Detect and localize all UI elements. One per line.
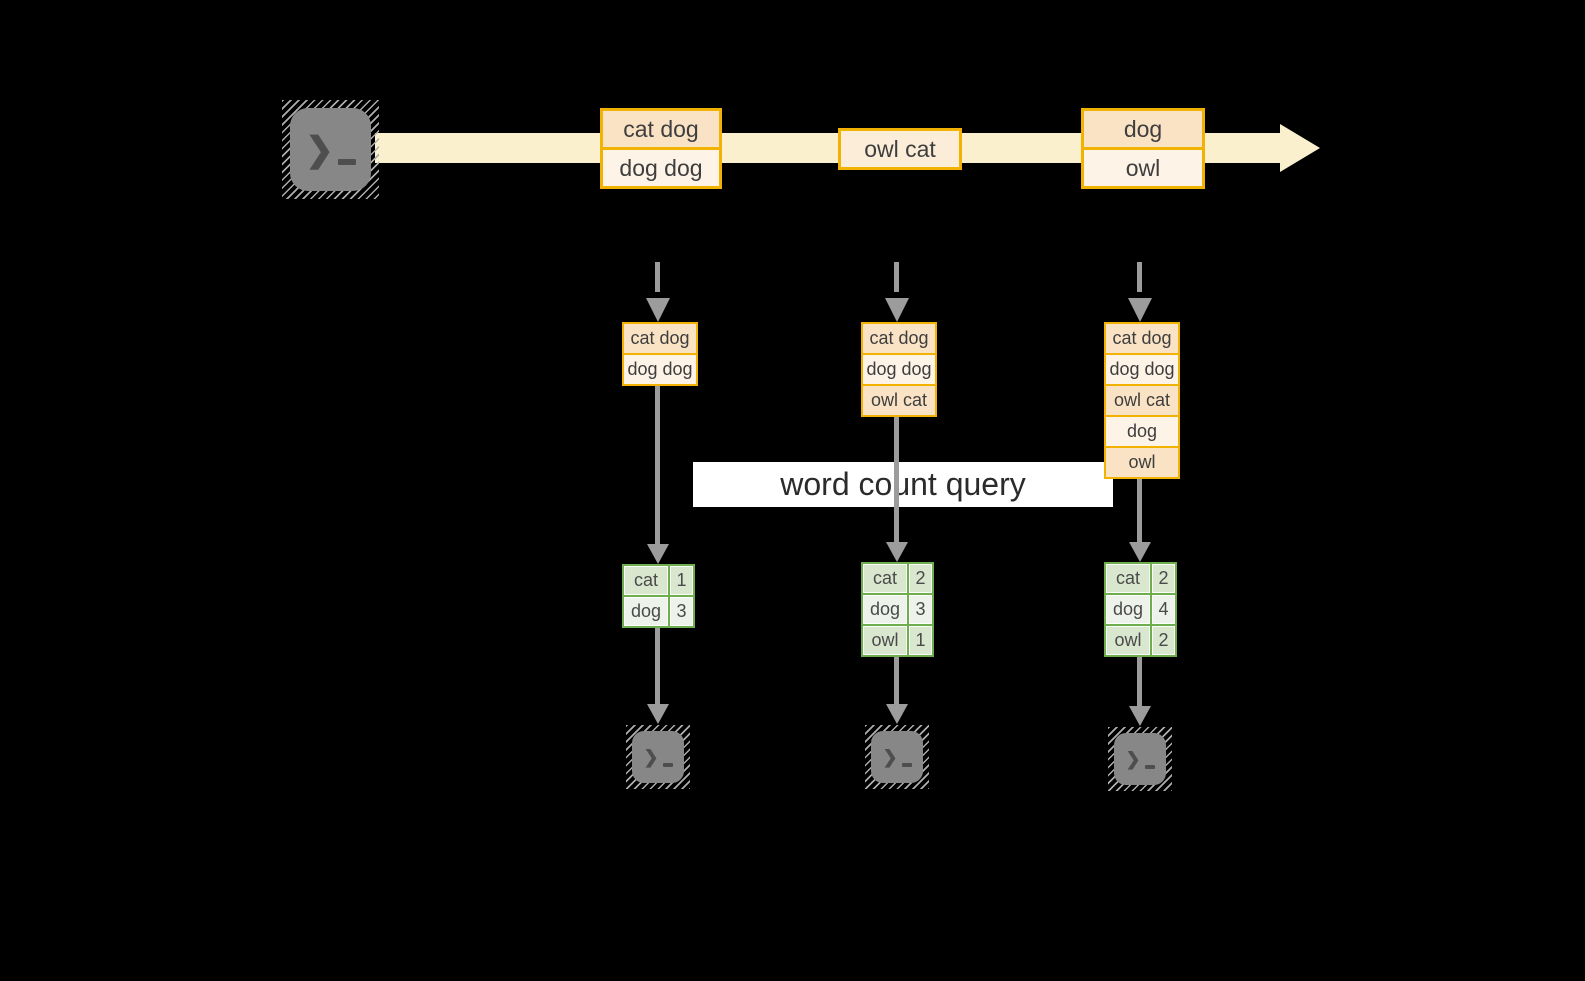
prompt-chevron-icon: ❯: [643, 747, 659, 767]
stack-row: owl cat: [1106, 386, 1178, 415]
stack-row: dog dog: [624, 355, 696, 384]
count-cell: 3: [670, 597, 693, 626]
sink-arrow-head: [886, 704, 908, 724]
prompt-cursor-icon: [1144, 765, 1155, 769]
prompt-cursor-icon: [337, 159, 356, 165]
sink-terminal-icon: ❯: [865, 725, 929, 789]
word-cell: dog: [1106, 595, 1150, 624]
word-cell: dog: [624, 597, 668, 626]
micro-batch-arrow-dash: [894, 262, 899, 292]
count-cell: 1: [909, 626, 932, 655]
stream-batch: cat dog dog dog: [600, 108, 722, 189]
input-stack: cat dog dog dog owl cat: [861, 322, 937, 417]
micro-batch-arrow-head: [885, 298, 909, 322]
query-arrow-head: [886, 542, 908, 562]
query-arrow-head: [1129, 542, 1151, 562]
batch-row: dog dog: [603, 150, 719, 186]
prompt-cursor-icon: [901, 763, 912, 767]
prompt-chevron-icon: ❯: [305, 130, 334, 169]
terminal-screen: ❯: [1114, 733, 1166, 785]
input-stack: cat dog dog dog owl cat dog owl: [1104, 322, 1180, 479]
word-count-table: cat 1 dog 3: [622, 564, 695, 628]
count-cell: 2: [1152, 564, 1175, 593]
word-cell: cat: [1106, 564, 1150, 593]
table-row: dog 3: [624, 597, 693, 626]
table-row: cat 2: [863, 564, 932, 593]
table-row: cat 2: [1106, 564, 1175, 593]
stack-row: dog: [1106, 417, 1178, 446]
word-count-query-label: word count query: [693, 462, 1113, 507]
stack-row: cat dog: [1106, 324, 1178, 353]
count-cell: 2: [909, 564, 932, 593]
count-cell: 2: [1152, 626, 1175, 655]
word-cell: cat: [863, 564, 907, 593]
prompt-chevron-icon: ❯: [1125, 749, 1141, 769]
query-arrow-line: [894, 417, 899, 543]
stack-row: cat dog: [624, 324, 696, 353]
terminal-screen: ❯: [871, 731, 923, 783]
sink-arrow-line: [655, 628, 660, 705]
sink-arrow-line: [1137, 657, 1142, 707]
stream-batch: owl cat: [838, 128, 962, 170]
word-count-table: cat 2 dog 3 owl 1: [861, 562, 934, 657]
table-row: dog 3: [863, 595, 932, 624]
table-row: owl 2: [1106, 626, 1175, 655]
stack-row: dog dog: [863, 355, 935, 384]
micro-batch-arrow-head: [1128, 298, 1152, 322]
table-row: dog 4: [1106, 595, 1175, 624]
table-row: cat 1: [624, 566, 693, 595]
batch-row: cat dog: [603, 111, 719, 147]
word-cell: owl: [863, 626, 907, 655]
count-cell: 4: [1152, 595, 1175, 624]
sink-arrow-head: [1129, 706, 1151, 726]
word-count-table: cat 2 dog 4 owl 2: [1104, 562, 1177, 657]
word-cell: cat: [624, 566, 668, 595]
sink-terminal-icon: ❯: [1108, 727, 1172, 791]
input-stack: cat dog dog dog: [622, 322, 698, 386]
prompt-chevron-icon: ❯: [882, 747, 898, 767]
table-row: owl 1: [863, 626, 932, 655]
prompt-cursor-icon: [662, 763, 673, 767]
count-cell: 1: [670, 566, 693, 595]
batch-row: owl cat: [841, 131, 959, 167]
terminal-screen: ❯: [632, 731, 684, 783]
word-cell: owl: [1106, 626, 1150, 655]
stack-row: dog dog: [1106, 355, 1178, 384]
query-arrow-head: [647, 544, 669, 564]
stream-arrow-head: [1280, 124, 1320, 172]
query-arrow-line: [655, 386, 660, 545]
batch-row: owl: [1084, 150, 1202, 186]
query-arrow-line: [1137, 479, 1142, 543]
micro-batch-arrow-dash: [1137, 262, 1142, 292]
source-terminal-icon: ❯: [282, 100, 379, 199]
stack-row: owl: [1106, 448, 1178, 477]
sink-arrow-head: [647, 704, 669, 724]
micro-batch-arrow-head: [646, 298, 670, 322]
stack-row: cat dog: [863, 324, 935, 353]
batch-row: dog: [1084, 111, 1202, 147]
count-cell: 3: [909, 595, 932, 624]
micro-batch-arrow-dash: [655, 262, 660, 292]
sink-arrow-line: [894, 657, 899, 705]
terminal-screen: ❯: [290, 108, 371, 191]
sink-terminal-icon: ❯: [626, 725, 690, 789]
stream-batch: dog owl: [1081, 108, 1205, 189]
word-cell: dog: [863, 595, 907, 624]
stack-row: owl cat: [863, 386, 935, 415]
